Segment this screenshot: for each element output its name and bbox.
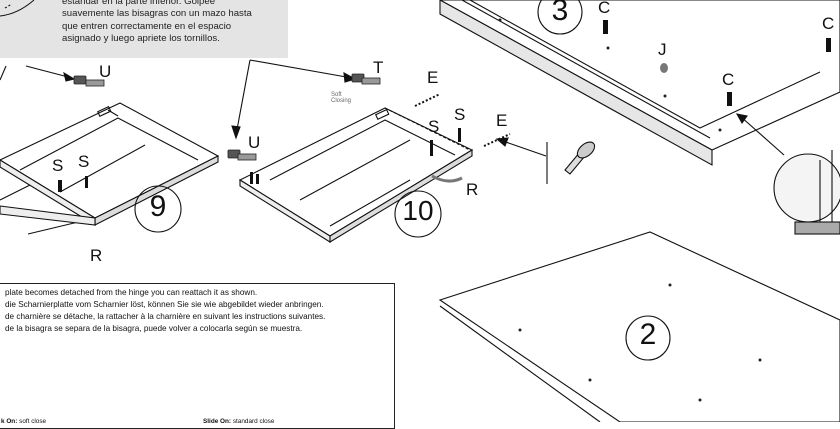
note-line: suavemente las bisagras con un mazo hast… [62, 8, 252, 20]
label-s: S [454, 105, 466, 124]
label-j: J [658, 40, 667, 59]
note-line: estándar en la parte inferior. Golpee [62, 0, 216, 7]
warning-line-de: die Scharnierplatte vom Scharnier löst, … [5, 300, 324, 309]
label-u: U [248, 133, 261, 152]
label-s: S [78, 152, 90, 171]
instruction-note-text: estándar en la parte inferior. Golpee su… [62, 0, 288, 46]
step-number-2: 2 [639, 318, 657, 351]
soft-closing-label: Soft Closing [331, 92, 352, 104]
label-u: U [99, 62, 112, 81]
label-e: E [427, 68, 439, 87]
warning-line-es: de la bisagra se separa de la bisagra, p… [5, 324, 303, 333]
step-number-9: 9 [149, 190, 167, 223]
label-c: C [722, 70, 735, 89]
label-s: S [428, 117, 440, 136]
label-c: C [598, 0, 611, 17]
label-r: R [90, 246, 103, 265]
note-line: que entren correctamente en el espacio [62, 20, 232, 32]
note-line: asignado y luego apriete los tornillos. [62, 33, 220, 45]
hinge-reattach-box: plate becomes detached from the hinge yo… [0, 283, 395, 429]
label-s: S [52, 156, 64, 175]
warning-line-en: plate becomes detached from the hinge yo… [5, 288, 258, 297]
label-r: R [466, 180, 479, 199]
label-c: C [822, 14, 835, 33]
step-number-3: 3 [551, 0, 569, 27]
label-e: E [496, 111, 508, 130]
warning-line-fr: de charnière se détache, la rattacher à … [5, 312, 326, 321]
step-number-10: 10 [402, 195, 434, 226]
label-t: T [373, 58, 384, 77]
instruction-note-box [0, 0, 288, 58]
